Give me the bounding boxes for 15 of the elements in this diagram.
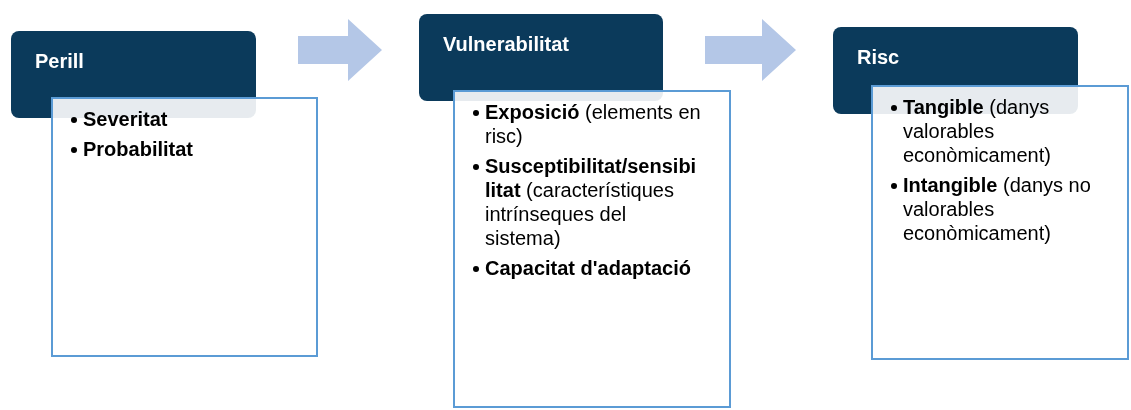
- content-box: [453, 90, 731, 408]
- block-arrow: [705, 19, 796, 81]
- bullet-item: Capacitat d'adaptació: [473, 256, 701, 280]
- content-box: [871, 85, 1129, 360]
- bullet-item: Tangible (danys valorables econòmicament): [891, 95, 1091, 167]
- header-title: Vulnerabilitat: [443, 32, 570, 56]
- block-arrow: [298, 19, 382, 81]
- header-title: Risc: [857, 45, 901, 69]
- bullet-item: Intangible (danys no valorables econòmicament): [891, 173, 1091, 245]
- content-box: [51, 97, 318, 357]
- bullet-item: Severitat: [71, 107, 306, 131]
- bullet-item: Exposició (elements en risc): [473, 100, 701, 148]
- header-title: Perill: [35, 49, 85, 73]
- bullet-item: Probabilitat: [71, 137, 306, 161]
- bullet-item: Susceptibilitat/sensibilitat (característiques intrínseques del sistema): [473, 154, 701, 250]
